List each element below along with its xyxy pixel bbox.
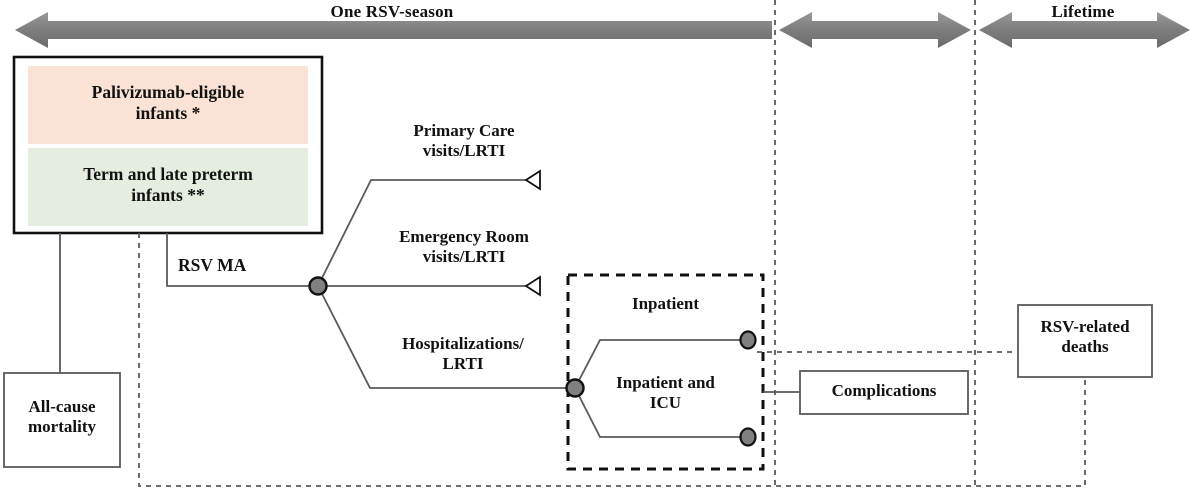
option-label-inpatient-icu: Inpatient and ICU: [616, 373, 715, 413]
rsv-related-deaths-label: RSV-related deaths: [1040, 317, 1130, 357]
cohort-label-term-preterm: Term and late preterm infants **: [83, 164, 253, 205]
rsv-ma-label: RSV MA: [178, 255, 247, 275]
timeline-arrow-season: [15, 12, 772, 48]
decision-node-rsv-ma: [308, 276, 328, 296]
complications-label: Complications: [831, 381, 937, 400]
all-cause-mortality-box: [3, 372, 121, 468]
branch-label-hospitalizations: Hospitalizations/ LRTI: [402, 334, 524, 374]
cohort-label-palivizumab: Palivizumab-eligible infants *: [91, 82, 245, 123]
timeline-arrow-bar: [15, 12, 1190, 48]
branch-primary-care: [317, 179, 530, 287]
cohort-band-palivizumab: [28, 66, 308, 144]
timeline-label-lifetime: Lifetime: [1051, 2, 1115, 21]
timeline-arrow-lifetime: [979, 12, 1190, 48]
inpatient-dashed-box: [566, 273, 765, 471]
branch-inpatient: [574, 339, 747, 389]
terminal-node-inpatient: [739, 330, 757, 350]
branch-hospitalizations: [317, 285, 575, 389]
branch-label-primary-care: Primary Care visits/LRTI: [413, 121, 515, 161]
all-cause-mortality-label: All-cause mortality: [28, 397, 96, 437]
complications-box: [799, 370, 969, 415]
rsv-related-deaths-box: [1017, 304, 1153, 378]
terminal-arrow-primary-care: [524, 169, 541, 191]
timeline-label-season: One RSV-season: [330, 2, 454, 21]
terminal-arrow-emergency-room: [524, 275, 541, 297]
connector-rsv-ma: [166, 233, 318, 287]
cohort-band-term-preterm: [28, 148, 308, 226]
branch-label-emergency-room: Emergency Room visits/LRTI: [399, 227, 529, 267]
dashed-feedback-loop: [138, 233, 1086, 487]
timeline-arrow-mid: [779, 12, 971, 48]
option-label-inpatient: Inpatient: [631, 294, 700, 313]
decision-node-hospitalization: [565, 378, 585, 398]
branch-inpatient-icu: [574, 387, 747, 438]
terminal-node-inpatient-icu: [739, 427, 757, 447]
